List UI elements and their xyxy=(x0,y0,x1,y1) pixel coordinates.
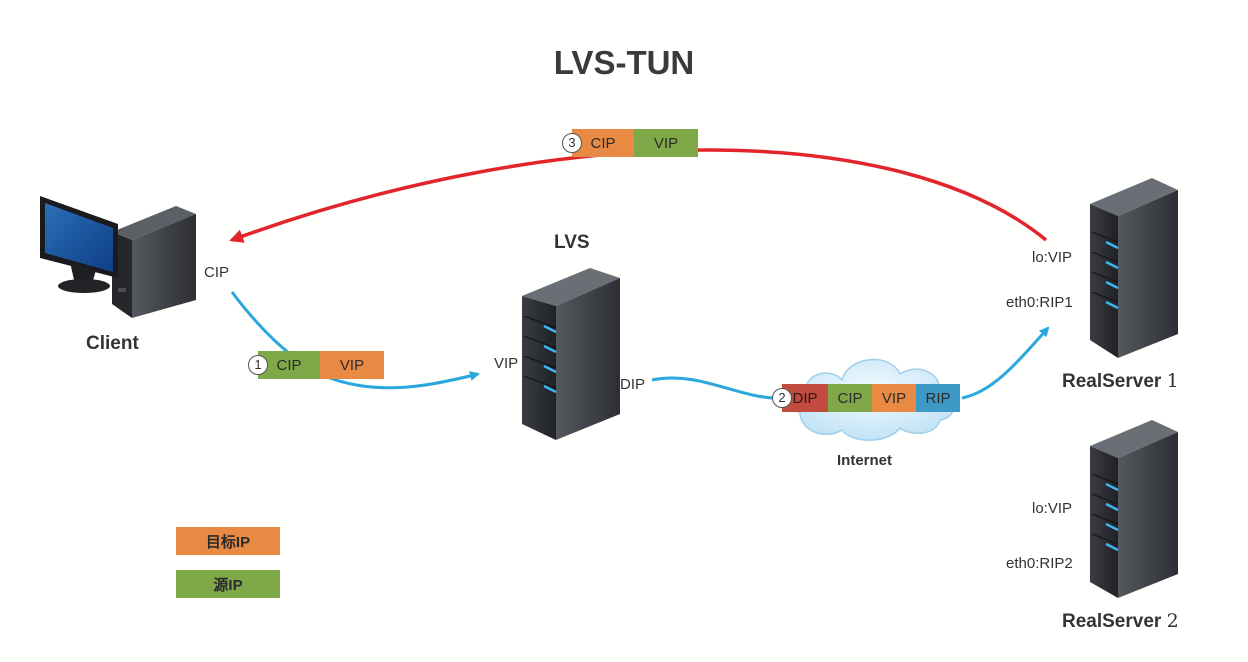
packet-field-source: CIP xyxy=(258,351,320,379)
realserver2-lo-label: lo:VIP xyxy=(1032,500,1073,517)
internet-label: Internet xyxy=(837,452,893,469)
packet-step-1: 1 CIP VIP xyxy=(248,351,384,379)
client-name-label: Client xyxy=(86,333,139,354)
realserver2-name-label: RealServer 2 xyxy=(1062,610,1179,633)
client-ip-label: CIP xyxy=(204,264,230,281)
packet-field-outer-dest: RIP xyxy=(916,384,960,412)
packet-field-dest: VIP xyxy=(320,351,384,379)
step-number-badge: 2 xyxy=(772,388,792,408)
lvs-vip-label: VIP xyxy=(494,355,519,372)
request-arrow-internet-to-realserver xyxy=(961,326,1050,400)
realserver2-name-text: RealServer xyxy=(1062,611,1162,632)
realserver1-eth0-label: eth0:RIP1 xyxy=(1006,294,1073,311)
legend-dest-ip: 目标IP xyxy=(176,527,280,555)
packet-field-inner-dest: VIP xyxy=(872,384,916,412)
lvs-dip-label: DIP xyxy=(620,376,646,393)
request-arrow-lvs-to-realserver xyxy=(651,376,783,400)
lvs-name-label: LVS xyxy=(554,232,590,253)
realserver2-number: 2 xyxy=(1166,610,1179,632)
step-number-badge: 3 xyxy=(562,133,582,153)
response-arrow xyxy=(229,148,1048,243)
packet-field-source: VIP xyxy=(634,129,698,157)
diagram-title: LVS-TUN xyxy=(553,44,695,81)
legend-source-ip: 源IP xyxy=(176,570,280,598)
realserver2-server-icon xyxy=(1090,420,1178,598)
realserver1-number: 1 xyxy=(1166,370,1179,392)
step-number-badge: 1 xyxy=(248,355,268,375)
realserver1-name-label: RealServer 1 xyxy=(1062,370,1179,393)
packet-field-dest: CIP xyxy=(572,129,634,157)
realserver1-name-text: RealServer xyxy=(1062,371,1162,392)
realserver1-lo-label: lo:VIP xyxy=(1032,249,1073,266)
packet-step-2: 2 DIP CIP VIP RIP xyxy=(772,384,960,412)
packet-field-inner-source: CIP xyxy=(828,384,872,412)
lvs-server-icon xyxy=(522,268,620,440)
realserver1-server-icon xyxy=(1090,178,1178,358)
packet-step-3: 3 CIP VIP xyxy=(562,129,698,157)
realserver2-eth0-label: eth0:RIP2 xyxy=(1006,555,1073,572)
client-computer-icon xyxy=(40,196,196,318)
